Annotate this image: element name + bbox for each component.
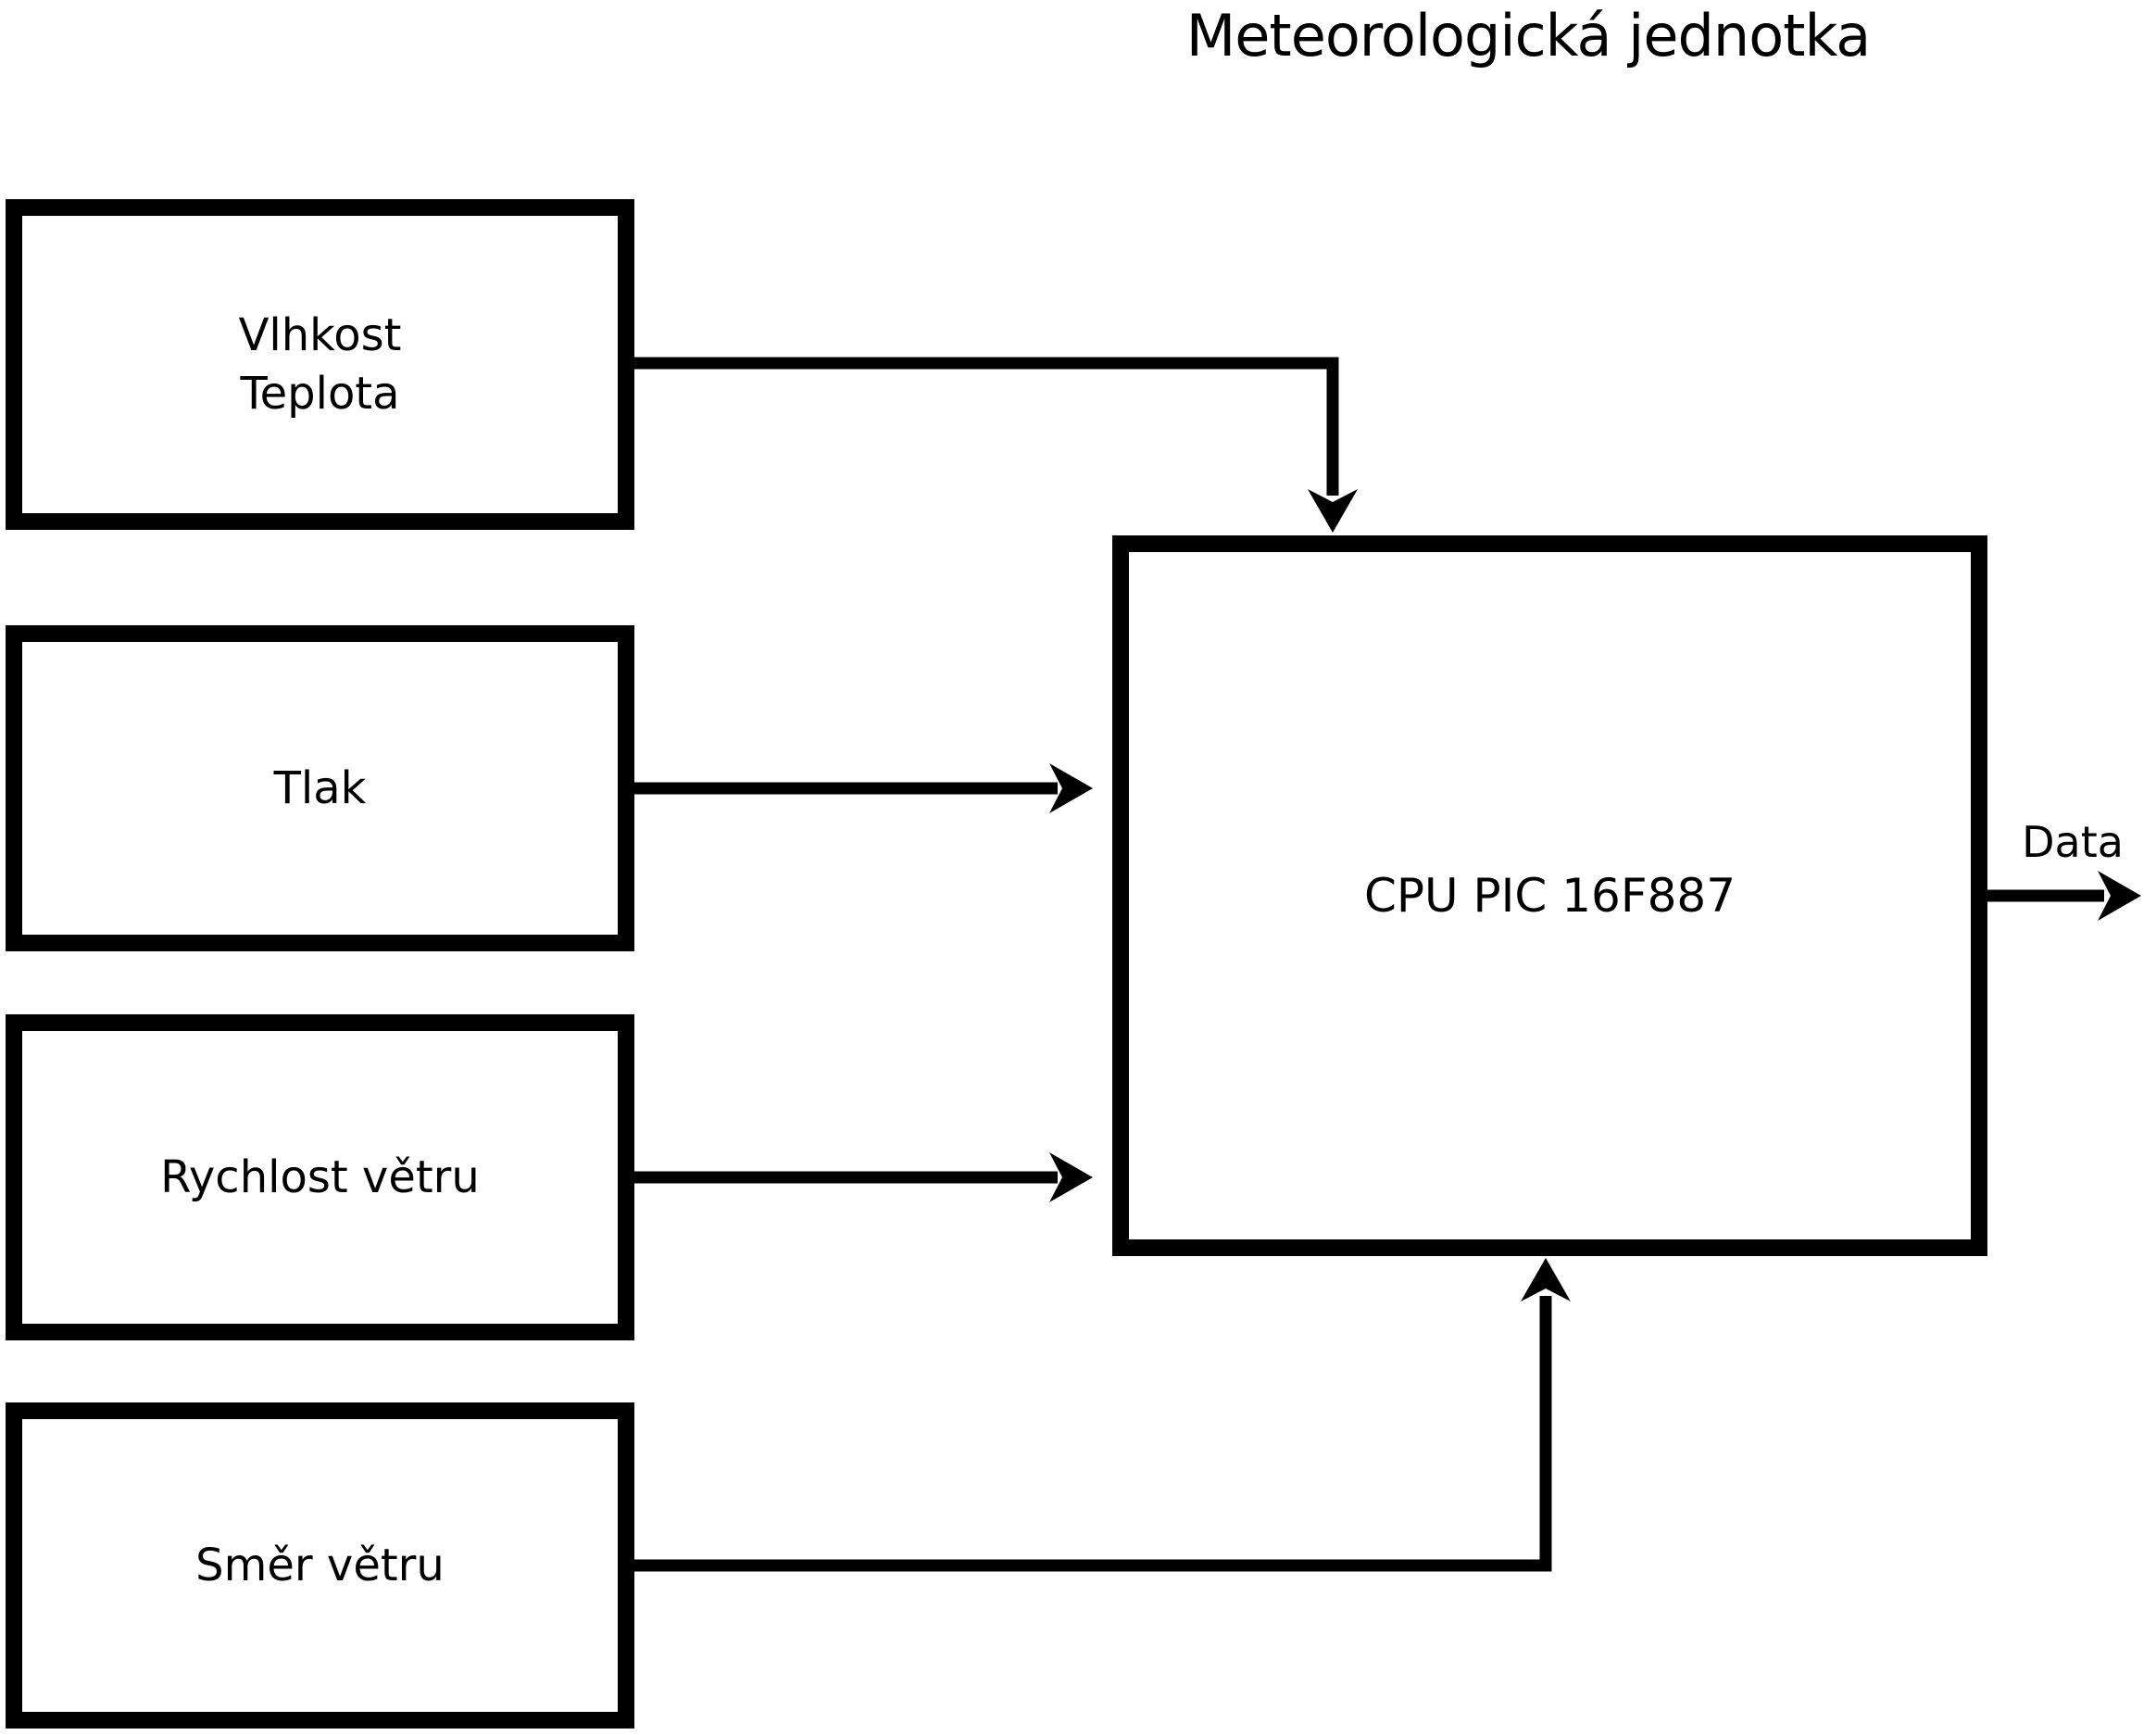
sensor-label-line: Teplota [240, 367, 400, 420]
cpu-box: CPU PIC 16F887 [1112, 535, 1987, 1256]
diagram-title: Meteorologická jednotka [1185, 2, 1872, 69]
sensor-box-label: Tlak [274, 760, 367, 817]
connector-humidity-to-cpu [634, 357, 1339, 496]
sensor-label-line: Tlak [273, 761, 367, 814]
sensor-box-pressure: Tlak [6, 625, 634, 951]
sensor-box-humidity-temperature: Vlhkost Teplota [6, 199, 634, 530]
sensor-label-line: Rychlost větru [160, 1150, 480, 1203]
arrowhead-right-icon [1049, 1152, 1093, 1202]
arrowhead-down-icon [1308, 489, 1358, 533]
cpu-label: CPU PIC 16F887 [1363, 868, 1736, 923]
sensor-label-line: Vlhkost [238, 309, 402, 362]
arrowhead-up-icon [1521, 1258, 1571, 1301]
sensor-box-label: Rychlost větru [160, 1149, 480, 1206]
sensor-box-label: Vlhkost Teplota [239, 307, 402, 422]
sensor-box-wind-speed: Rychlost větru [6, 1014, 634, 1340]
connector-wind-direction-to-cpu [634, 1296, 1552, 1572]
sensor-box-label: Směr větru [195, 1537, 445, 1594]
sensor-box-wind-direction: Směr větru [6, 1402, 634, 1729]
data-output-label: Data [2022, 817, 2124, 867]
arrowhead-right-icon [1049, 763, 1093, 813]
arrowhead-right-icon [2098, 871, 2141, 921]
sensor-label-line: Směr větru [195, 1539, 445, 1591]
